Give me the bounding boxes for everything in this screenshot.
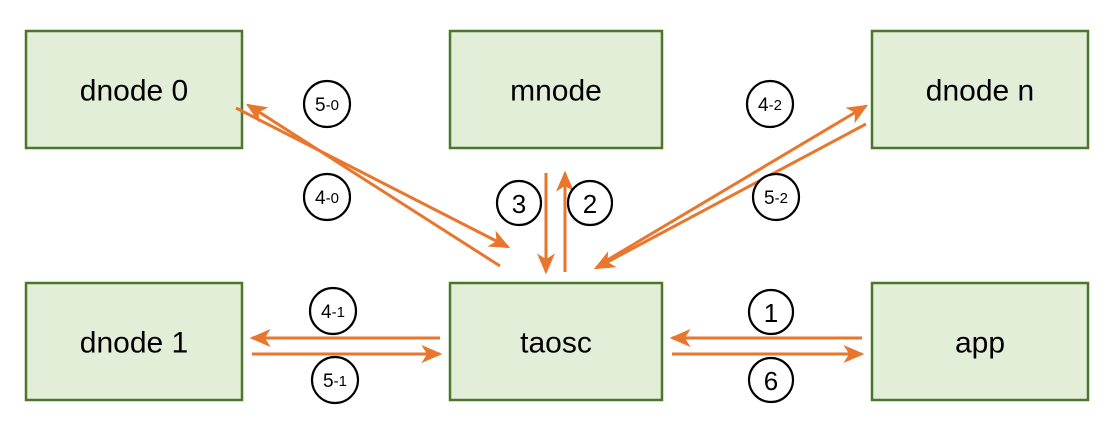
- node-dnoden[interactable]: dnode n: [870, 29, 1090, 150]
- edge-badge-4-1[interactable]: 4-1: [308, 286, 358, 336]
- badge-label-5-1: 5-1: [323, 371, 347, 392]
- node-taosc[interactable]: taosc: [448, 281, 664, 402]
- badge-circle-5-1[interactable]: [310, 355, 360, 405]
- badge-circle-6[interactable]: [747, 356, 795, 404]
- node-label-mnode: mnode: [510, 75, 602, 108]
- node-box-taosc[interactable]: [448, 281, 664, 402]
- node-label-app: app: [955, 327, 1005, 360]
- badge-circle-4-2[interactable]: [745, 79, 795, 129]
- badge-label-4-1: 4-1: [321, 302, 345, 323]
- edge-badge-5-0[interactable]: 5-0: [302, 79, 352, 129]
- badge-label-1: 1: [764, 298, 778, 328]
- badge-circle-3[interactable]: [495, 179, 543, 227]
- edge-badge-4-2[interactable]: 4-2: [745, 79, 795, 129]
- badge-circle-2[interactable]: [566, 179, 614, 227]
- edge-badge-5-2[interactable]: 5-2: [751, 172, 801, 222]
- edge-badge-1[interactable]: 1: [747, 288, 795, 336]
- node-box-app[interactable]: [870, 281, 1090, 402]
- node-box-dnode0[interactable]: [24, 29, 244, 150]
- node-box-mnode[interactable]: [448, 29, 664, 150]
- node-label-dnode0: dnode 0: [80, 75, 188, 108]
- edge-badge-6[interactable]: 6: [747, 356, 795, 404]
- badge-label-5-0: 5-0: [315, 95, 339, 116]
- node-box-dnode1[interactable]: [24, 281, 244, 402]
- badge-label-2: 2: [583, 189, 597, 219]
- edge-line-5-2: [593, 122, 867, 270]
- badge-circle-4-1[interactable]: [308, 286, 358, 336]
- badge-label-5-2: 5-2: [764, 188, 788, 209]
- edge-badge-3[interactable]: 3: [495, 179, 543, 227]
- edge-badge-4-0[interactable]: 4-0: [302, 172, 352, 222]
- badge-label-4-0: 4-0: [315, 188, 339, 209]
- badge-circle-5-2[interactable]: [751, 172, 801, 222]
- node-dnode0[interactable]: dnode 0: [24, 29, 244, 150]
- badge-label-3: 3: [512, 189, 526, 219]
- node-box-dnoden[interactable]: [870, 29, 1090, 150]
- badge-circle-5-0[interactable]: [302, 79, 352, 129]
- edge-line-4-2: [603, 104, 869, 264]
- node-app[interactable]: app: [870, 281, 1090, 402]
- node-label-taosc: taosc: [520, 327, 592, 360]
- badge-circle-1[interactable]: [747, 288, 795, 336]
- badge-circle-4-0[interactable]: [302, 172, 352, 222]
- badge-label-4-2: 4-2: [758, 95, 782, 116]
- badge-label-6: 6: [764, 366, 778, 396]
- edge-line-4-0: [235, 106, 511, 249]
- edge-line-5-0: [245, 103, 501, 268]
- edge-badge-2[interactable]: 2: [566, 179, 614, 227]
- node-label-dnoden: dnode n: [926, 75, 1034, 108]
- node-label-dnode1: dnode 1: [80, 327, 188, 360]
- node-mnode[interactable]: mnode: [448, 29, 664, 150]
- node-dnode1[interactable]: dnode 1: [24, 281, 244, 402]
- edge-badge-5-1[interactable]: 5-1: [310, 355, 360, 405]
